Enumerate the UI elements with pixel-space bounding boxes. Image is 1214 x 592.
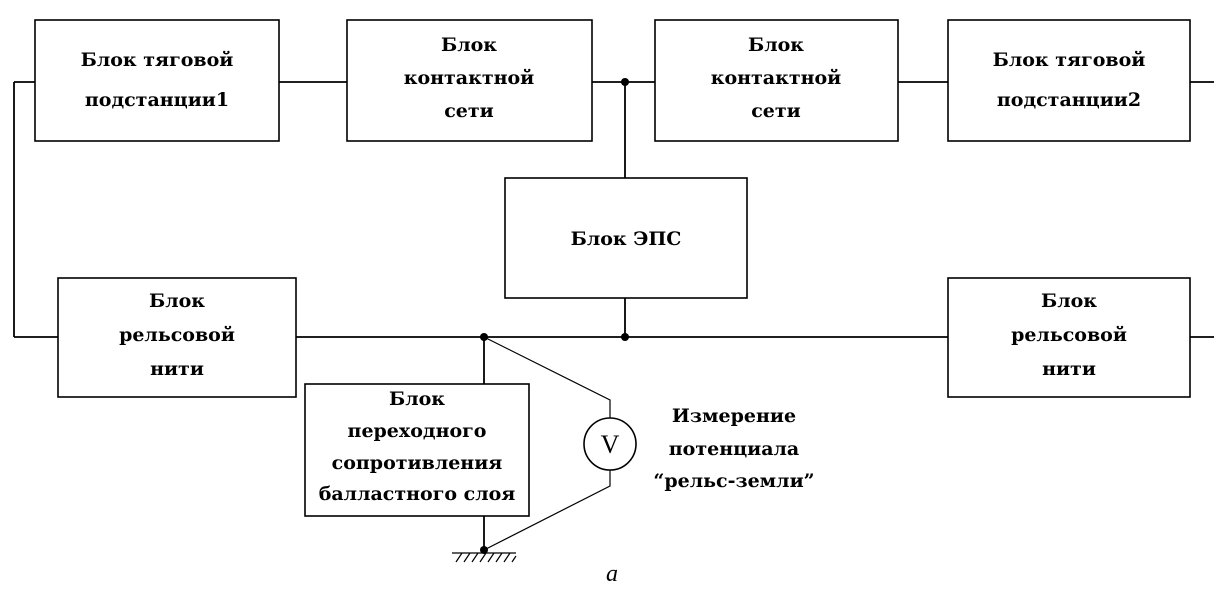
ground-icon (452, 552, 517, 563)
block-label-line: рельсовой (119, 324, 235, 346)
block-label-line: Блок (748, 34, 804, 56)
block-label-line: Блок (389, 388, 445, 410)
junction-dot (480, 333, 488, 341)
junction-dot (621, 333, 629, 341)
block-label-line: контактной (404, 67, 535, 89)
block-label-line: Блок (149, 290, 205, 312)
block-contact-network-1: Блок контактной сети (346, 19, 593, 142)
block-label-line: рельсовой (1011, 324, 1127, 346)
wire-voltmeter-bottom (483, 470, 611, 551)
block-contact-network-2: Блок контактной сети (654, 19, 899, 142)
figure-caption: а (606, 561, 618, 587)
block-ballast-resistance: Блок переходного сопротивления балластно… (304, 383, 530, 517)
block-label-line: сети (751, 100, 801, 122)
measurement-label-line: “рельс-земли” (653, 470, 814, 492)
measurement-label-line: потенциала (669, 438, 800, 460)
block-rail-thread-2: Блок рельсовой нити (947, 277, 1191, 398)
block-traction-substation-2: Блок тяговой подстанции2 (947, 19, 1191, 142)
block-label-line: нити (1042, 358, 1096, 380)
voltmeter-icon (583, 417, 637, 471)
wires (13, 81, 1214, 551)
block-label-line: Блок (1041, 290, 1097, 312)
block-label-line: подстанции1 (85, 89, 229, 111)
measurement-label-line: Измерение (672, 405, 796, 427)
junction-dot (480, 546, 488, 554)
block-label-line: Блок тяговой (993, 49, 1146, 71)
voltmeter: V (583, 417, 637, 471)
measurement-label: Измерение потенциала “рельс-земли” (653, 405, 814, 492)
block-label-line: сети (444, 100, 494, 122)
junction-dot (621, 78, 629, 86)
block-label-line: Блок тяговой (81, 49, 234, 71)
block-eps: Блок ЭПС (504, 177, 748, 299)
block-rail-thread-1: Блок рельсовой нити (57, 277, 297, 398)
block-label-line: Блок ЭПС (571, 228, 682, 250)
junctions (480, 78, 629, 554)
block-label-line: Блок (441, 34, 497, 56)
wire-voltmeter-top (483, 336, 611, 418)
block-label-line: сопротивления (332, 452, 503, 474)
block-label-line: нити (150, 358, 204, 380)
block-label-line: подстанции2 (997, 89, 1141, 111)
block-label-line: контактной (711, 67, 842, 89)
block-label-line: переходного (348, 420, 487, 442)
block-traction-substation-1: Блок тяговой подстанции1 (34, 19, 280, 142)
voltmeter-symbol: V (601, 430, 620, 459)
block-label-line: балластного слоя (319, 483, 516, 505)
